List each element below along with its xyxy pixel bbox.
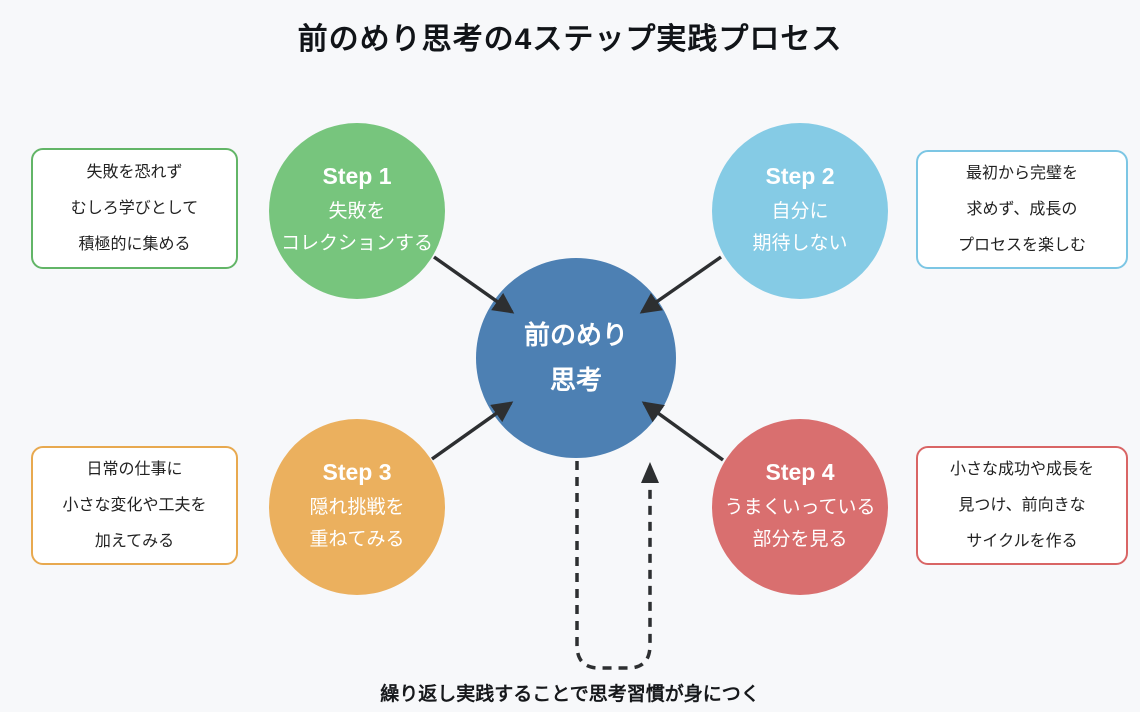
note-line: むしろ学びとして [70, 199, 199, 217]
step2-text: 自分に [771, 201, 829, 223]
note-line: 積極的に集める [78, 235, 191, 253]
note-line: 日常の仕事に [86, 460, 183, 478]
page-title: 前のめり思考の4ステップ実践プロセス [297, 23, 843, 56]
step1-label: Step 1 [322, 163, 392, 190]
note-box-step2: 最初から完璧を 求めず、成長の プロセスを楽しむ [916, 150, 1128, 269]
step2-circle: Step 2 自分に 期待しない [712, 123, 888, 299]
step3-label: Step 3 [322, 459, 392, 486]
center-circle: 前のめり 思考 [476, 258, 676, 458]
repeat-loop-arrow [575, 461, 652, 670]
note-line: 求めず、成長の [966, 200, 1078, 218]
step1-text: 失敗を [328, 201, 386, 223]
note-box-step4: 小さな成功や成長を 見つけ、前向きな サイクルを作る [916, 446, 1128, 565]
note-line: 小さな変化や工夫を [62, 496, 207, 514]
note-line: 加えてみる [94, 532, 175, 550]
step2-label: Step 2 [765, 163, 835, 190]
repeat-loop-arrowhead [641, 462, 659, 483]
note-box-step1: 失敗を恐れず むしろ学びとして 積極的に集める [31, 148, 238, 269]
center-text: 前のめり [523, 319, 628, 350]
step4-text: 部分を見る [752, 528, 848, 550]
note-line: 最初から完璧を [965, 164, 1078, 182]
step1-circle: Step 1 失敗を コレクションする [269, 123, 445, 299]
center-text: 思考 [549, 365, 602, 395]
step3-text: 隠れ挑戦を [309, 497, 405, 519]
step3-circle: Step 3 隠れ挑戦を 重ねてみる [269, 419, 445, 595]
note-line: サイクルを作る [966, 532, 1078, 550]
note-line: プロセスを楽しむ [957, 236, 1086, 254]
step2-text: 期待しない [752, 232, 848, 254]
note-line: 失敗を恐れず [86, 163, 183, 181]
step3-text: 重ねてみる [309, 528, 405, 550]
note-line: 小さな成功や成長を [949, 460, 1094, 478]
note-line: 見つけ、前向きな [958, 496, 1086, 514]
step1-text: コレクションする [280, 232, 433, 254]
step4-text: うまくいっている [724, 497, 876, 519]
step4-circle: Step 4 うまくいっている 部分を見る [712, 419, 888, 595]
step4-label: Step 4 [765, 459, 835, 486]
note-box-step3: 日常の仕事に 小さな変化や工夫を 加えてみる [31, 446, 238, 565]
loop-caption: 繰り返し実践することで思考習慣が身につく [380, 684, 760, 705]
